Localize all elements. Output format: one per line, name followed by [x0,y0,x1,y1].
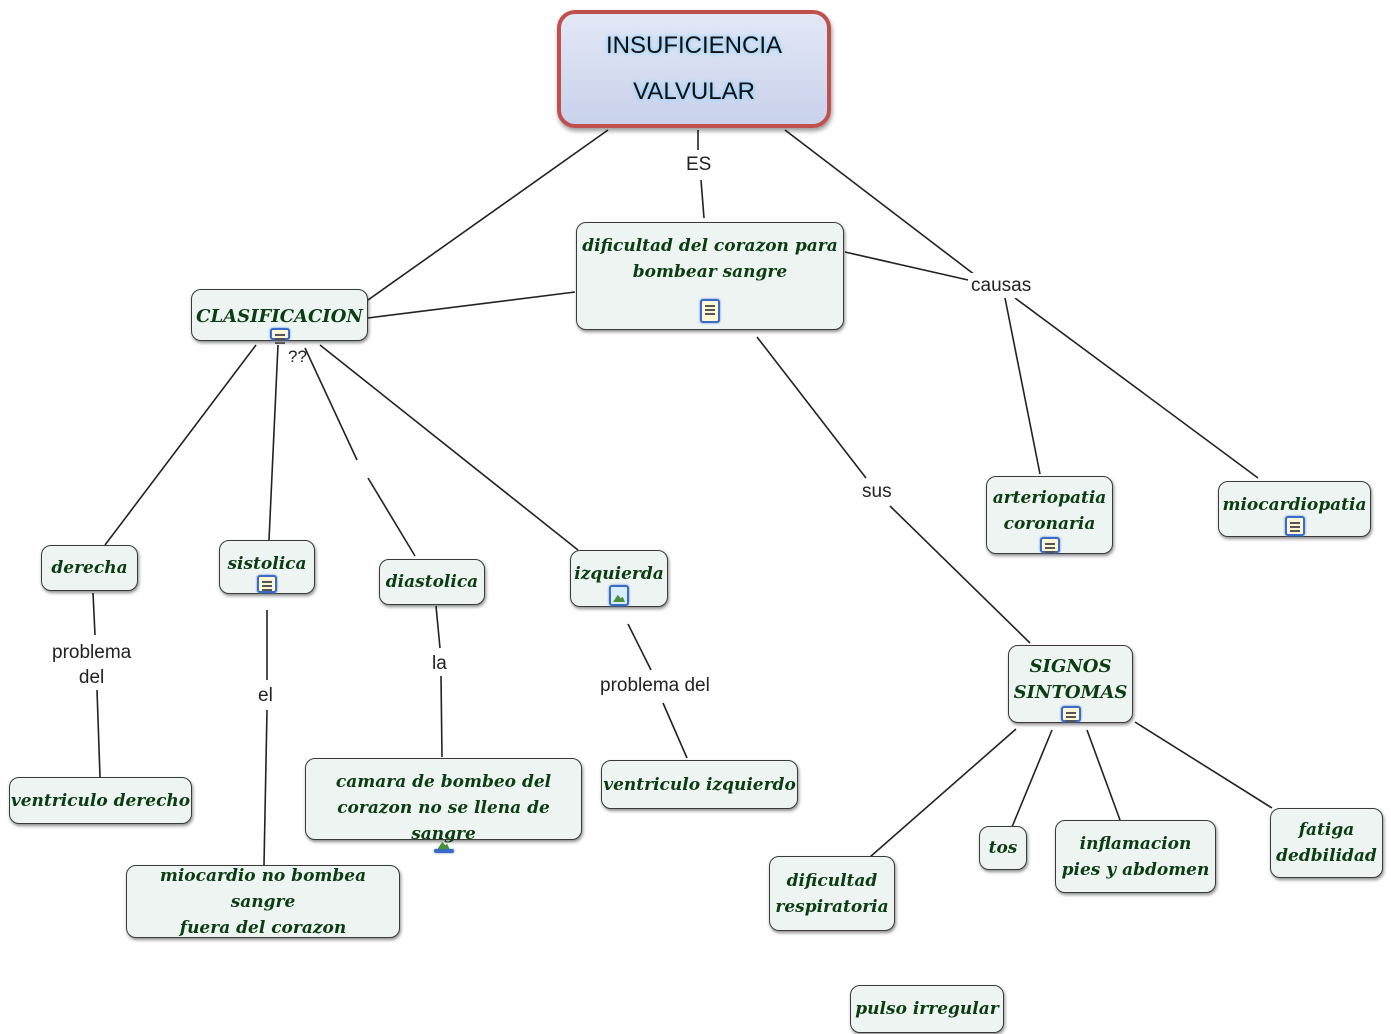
document-icon[interactable] [700,299,720,323]
node-miocardio[interactable]: miocardio no bombea sangre fuera del cor… [126,865,400,938]
node-ventriculo-derecho[interactable]: ventriculo derecho [9,777,192,824]
node-signos-sintomas[interactable]: SIGNOS SINTOMAS [1008,645,1133,724]
node-label: arteriopatia coronaria [992,488,1107,534]
node-miocardiopatia[interactable]: miocardiopatia [1218,481,1371,537]
node-dificultad-respiratoria[interactable]: dificultad respiratoria [769,856,895,931]
node-label: dificultad del corazon para bombear sang… [582,236,838,282]
link-label-sus: sus [860,479,894,504]
document-icon[interactable] [1060,706,1081,724]
link-label-causas: causas [969,273,1034,298]
node-label: ventriculo izquierdo [603,774,796,795]
document-icon[interactable] [257,575,277,593]
image-icon[interactable] [433,849,454,853]
node-label: dificultad respiratoria [775,870,889,917]
node-ventriculo-izquierdo[interactable]: ventriculo izquierdo [601,760,798,809]
node-sistolica[interactable]: sistolica [219,540,315,594]
node-derecha[interactable]: derecha [41,545,138,591]
node-label: sistolica [227,554,307,574]
document-icon[interactable] [1284,516,1305,536]
link-label-problema-del-derecha: problema del [50,640,134,690]
node-camara[interactable]: camara de bombeo del corazon no se llena… [305,758,582,853]
node-label: CLASIFICACION [196,306,363,327]
node-label: miocardio no bombea sangre fuera del cor… [159,865,367,938]
document-icon[interactable] [269,328,290,346]
document-icon[interactable] [1039,537,1060,555]
link-label-es: ES [684,152,714,177]
node-izquierda[interactable]: izquierda [570,550,668,607]
node-inflamacion[interactable]: inflamacion pies y abdomen [1055,820,1216,893]
node-pulso-irregular[interactable]: pulso irregular [850,985,1004,1033]
node-label: izquierda [574,564,664,584]
node-label: pulso irregular [855,999,999,1019]
node-dificultad[interactable]: dificultad del corazon para bombear sang… [576,222,844,330]
node-tos[interactable]: tos [979,826,1027,870]
link-label-la: la [430,651,449,676]
node-label: diastolica [385,572,479,592]
node-label: derecha [51,558,128,578]
node-diastolica[interactable]: diastolica [379,559,485,605]
node-label: fatiga dedbilidad [1276,820,1377,866]
link-label-el: el [256,683,275,708]
image-icon[interactable] [609,585,629,606]
root-node-insuficiencia[interactable]: INSUFICIENCIA VALVULAR [557,10,831,128]
root-node-label: INSUFICIENCIA VALVULAR [605,32,782,105]
node-label: miocardiopatia [1222,495,1367,515]
node-label: camara de bombeo del corazon no se llena… [335,772,552,844]
node-clasificacion[interactable]: CLASIFICACION [191,289,368,346]
node-fatiga[interactable]: fatiga dedbilidad [1270,808,1383,878]
node-label: ventriculo derecho [10,790,191,811]
node-label: SIGNOS SINTOMAS [1013,656,1128,703]
link-label-problema-del-izquierda: problema del [598,673,712,698]
link-label-question-marks: ?? [288,347,307,366]
node-label: inflamacion pies y abdomen [1061,833,1210,880]
node-label: tos [988,838,1018,858]
node-arteriopatia[interactable]: arteriopatia coronaria [986,476,1113,555]
